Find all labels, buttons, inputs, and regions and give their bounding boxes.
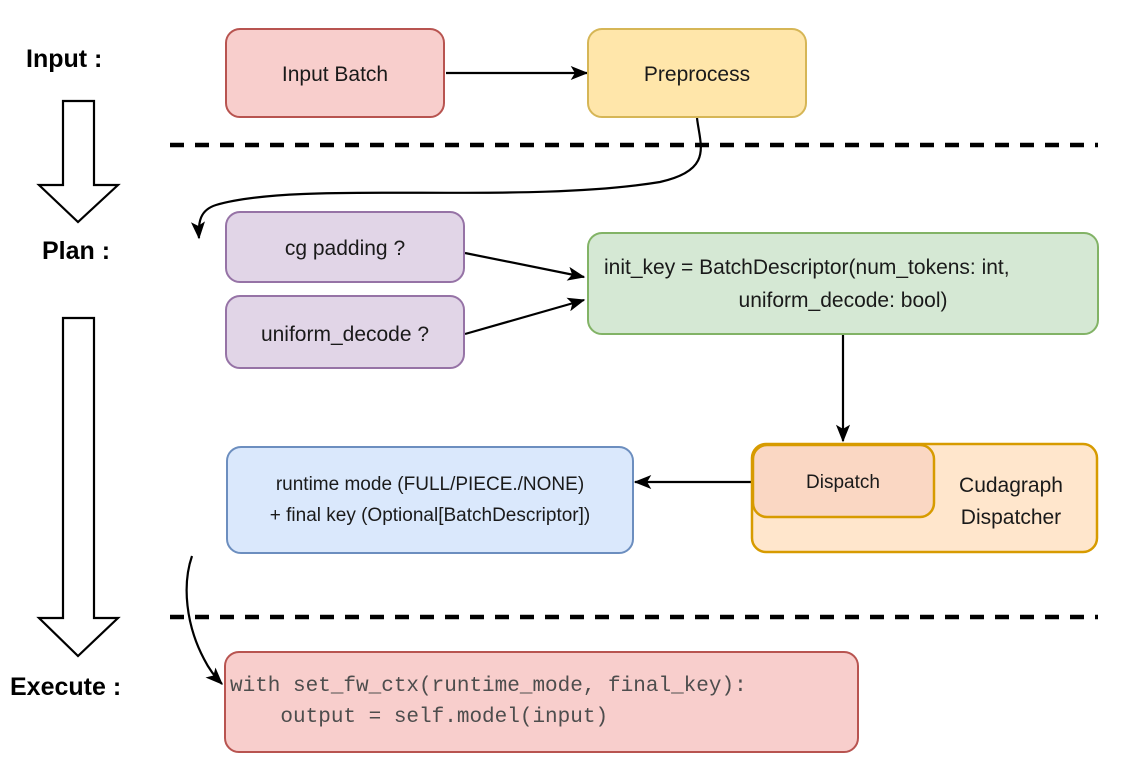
node-cg-padding-label: cg padding ? — [285, 237, 405, 260]
node-uniform-decode-label: uniform_decode ? — [261, 323, 429, 346]
node-cg-padding[interactable]: cg padding ? — [225, 211, 465, 283]
node-runtime-mode-label-line2: + final key (Optional[BatchDescriptor]) — [270, 505, 591, 526]
edge-preprocess-to-cg-padding — [190, 117, 702, 240]
node-cg-padding-shape — [225, 211, 465, 283]
node-input-batch-shape — [225, 28, 445, 118]
stage-label-execute: Execute : — [10, 673, 121, 701]
node-input-batch-label: Input Batch — [282, 63, 388, 86]
node-init-key-label-line1: init_key = BatchDescriptor(num_tokens: i… — [604, 256, 1010, 279]
node-init-key[interactable]: init_key = BatchDescriptor(num_tokens: i… — [587, 232, 1099, 335]
node-execute-code[interactable]: with set_fw_ctx(runtime_mode, final_key)… — [224, 651, 859, 753]
node-input-batch[interactable]: Input Batch — [225, 28, 445, 118]
node-init-key-label-line2: uniform_decode: bool) — [739, 289, 948, 312]
node-execute-code-line2: output = self.model(input) — [230, 706, 608, 729]
node-uniform-decode-shape — [225, 295, 465, 369]
input-to-plan-arrow — [36, 99, 121, 224]
node-cudagraph-dispatcher-label-line2: Dispatcher — [961, 506, 1061, 529]
stage-label-plan: Plan : — [42, 237, 110, 265]
edge-cg-padding-to-init-key — [464, 251, 586, 281]
node-execute-code-line1: with set_fw_ctx(runtime_mode, final_key)… — [230, 675, 747, 698]
node-preprocess-label: Preprocess — [644, 63, 750, 86]
edge-uniform-decode-to-init-key — [464, 297, 586, 336]
node-init-key-shape — [587, 232, 1099, 335]
plan-to-execute-arrow — [36, 316, 121, 658]
node-runtime-mode[interactable]: runtime mode (FULL/PIECE./NONE) + final … — [226, 446, 634, 554]
node-preprocess-shape — [587, 28, 807, 118]
node-dispatch-shape — [751, 443, 936, 519]
node-uniform-decode[interactable]: uniform_decode ? — [225, 295, 465, 369]
node-cudagraph-dispatcher-label-line1: Cudagraph — [959, 474, 1063, 497]
node-runtime-mode-shape — [226, 446, 634, 554]
node-preprocess[interactable]: Preprocess — [587, 28, 807, 118]
node-runtime-mode-label-line1: runtime mode (FULL/PIECE./NONE) — [276, 474, 584, 495]
node-dispatch[interactable]: Dispatch — [751, 443, 936, 519]
stage-label-input: Input : — [26, 45, 102, 73]
node-execute-code-shape — [224, 651, 859, 753]
node-dispatch-label: Dispatch — [806, 472, 880, 493]
edge-runtime-mode-to-execute-code — [185, 555, 223, 685]
